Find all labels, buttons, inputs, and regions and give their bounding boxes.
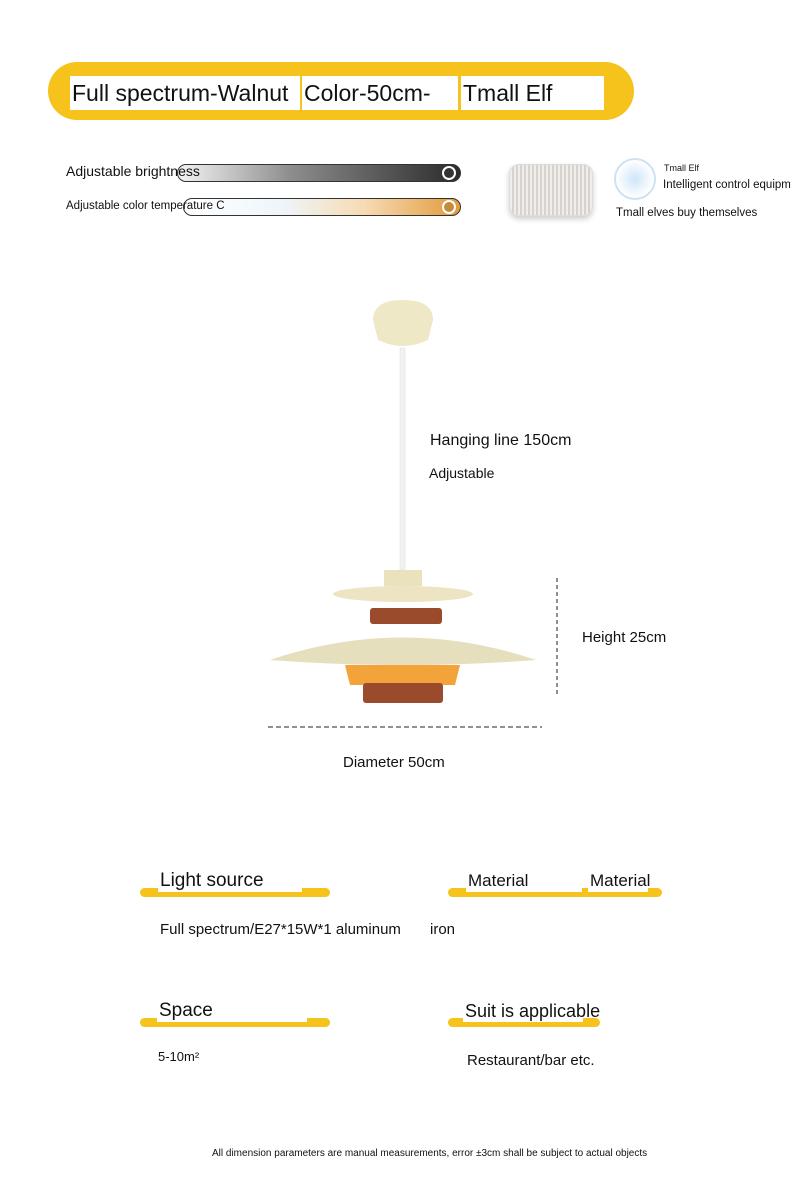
pendant-lamp-image [268, 300, 558, 728]
light-source-value: Full spectrum/E27*15W*1 aluminum [160, 921, 401, 938]
color-temp-knob[interactable] [442, 200, 456, 214]
color-temp-label: Adjustable color temperature C [66, 200, 225, 212]
suit-label: Suit is applicable [463, 1000, 601, 1022]
material-label-2: Material [588, 870, 651, 892]
option-tmall-elf[interactable]: Tmall Elf [461, 76, 604, 110]
space-label: Space [157, 1000, 307, 1022]
suit-value: Restaurant/bar etc. [467, 1052, 595, 1069]
material-label: Material [466, 870, 582, 892]
voice-icon [614, 158, 656, 200]
footnote: All dimension parameters are manual meas… [212, 1148, 648, 1159]
space-bar [140, 1018, 330, 1027]
brightness-label: Adjustable brightness [66, 163, 200, 179]
space-value: 5-10m² [158, 1049, 200, 1064]
light-source-bar [140, 888, 330, 897]
diameter-label: Diameter 50cm [343, 754, 445, 771]
material-value: iron [430, 921, 456, 938]
color-temp-slider[interactable] [183, 198, 461, 216]
hanging-line-label: Hanging line 150cm [430, 432, 572, 449]
material-bar [448, 888, 662, 897]
light-source-label: Light source [158, 870, 302, 892]
suit-bar [448, 1018, 600, 1027]
tmall-name: Tmall Elf [664, 163, 700, 173]
tmall-speaker-image [509, 164, 593, 216]
option-full-spectrum-walnut[interactable]: Full spectrum-Walnut [70, 76, 300, 110]
brightness-slider[interactable] [177, 164, 461, 182]
brightness-knob[interactable] [442, 166, 456, 180]
height-label: Height 25cm [582, 629, 667, 646]
tmall-desc: Intelligent control equipm [663, 179, 791, 191]
tmall-note: Tmall elves buy themselves [616, 207, 758, 219]
option-color-50cm[interactable]: Color-50cm- [302, 76, 458, 110]
adjustable-label: Adjustable [429, 465, 495, 481]
